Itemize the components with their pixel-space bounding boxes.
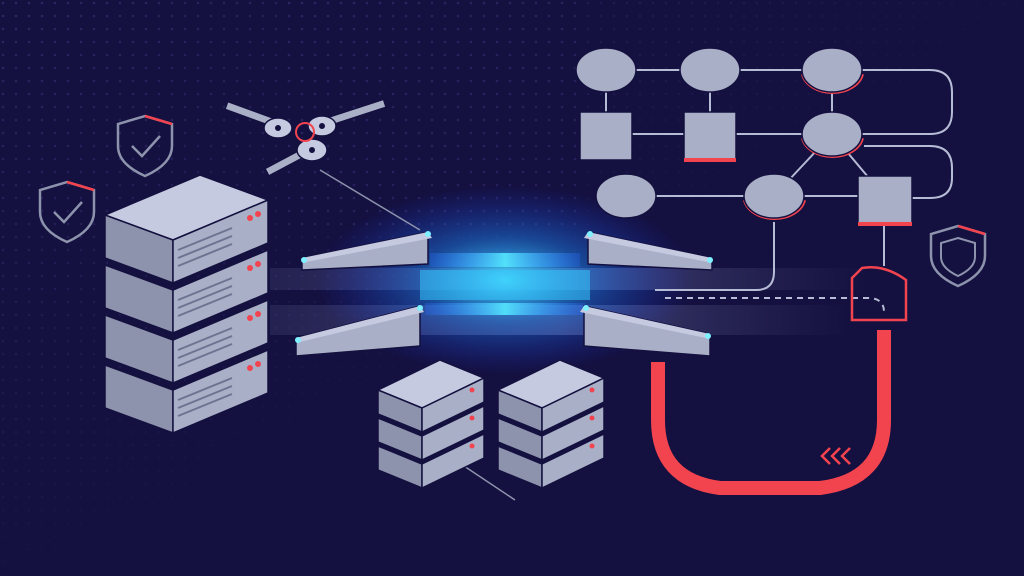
server-unit xyxy=(104,298,269,385)
server-stack-main xyxy=(102,174,271,435)
shield-check-icon xyxy=(38,180,96,244)
graph-node-square xyxy=(683,111,737,162)
graph-node xyxy=(679,47,741,93)
flange-glow-points xyxy=(295,231,713,343)
glow-bar-top xyxy=(430,253,580,267)
graph-node xyxy=(575,47,637,93)
graph-node xyxy=(743,173,806,220)
chevrons-left-icon xyxy=(820,447,851,465)
key-icon xyxy=(264,138,328,177)
server-stack-small-right xyxy=(496,359,606,490)
key-icon xyxy=(307,98,387,137)
key-ring xyxy=(295,122,315,142)
glow-bar-bottom xyxy=(425,303,585,315)
shield-check-icon xyxy=(116,114,174,178)
flange-left-bottom xyxy=(295,305,424,357)
magnet-icon xyxy=(651,266,908,495)
server-stack-small-left xyxy=(376,359,486,490)
graph-node-square xyxy=(857,175,913,226)
server-unit xyxy=(104,248,269,335)
graph-node xyxy=(801,111,864,158)
flange-right-bottom xyxy=(580,305,711,357)
graph-node xyxy=(595,173,657,219)
dashed-link xyxy=(665,297,885,313)
shield-icon xyxy=(929,224,987,288)
key-pointer-line xyxy=(319,169,421,231)
graph-node xyxy=(801,47,864,94)
glow-bar-middle xyxy=(420,270,590,300)
server-unit xyxy=(104,348,269,435)
key-icon xyxy=(224,100,293,139)
flange-right-top xyxy=(584,231,713,271)
server-unit xyxy=(102,174,271,285)
graph-node-square xyxy=(579,111,633,161)
flange-left-top xyxy=(301,231,432,271)
